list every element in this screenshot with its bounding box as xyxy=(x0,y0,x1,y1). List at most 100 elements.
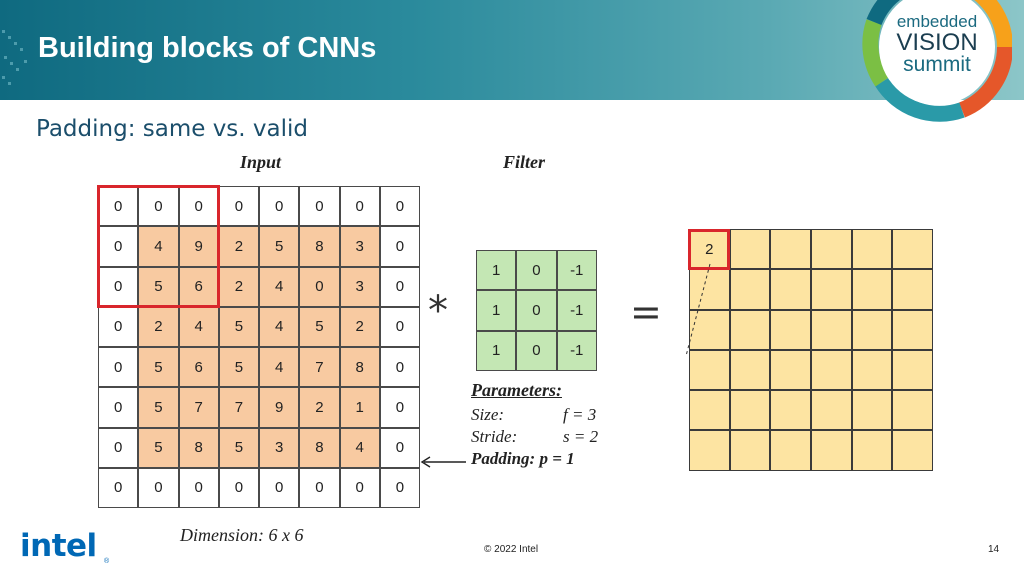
param-size-label: Size: xyxy=(471,405,505,424)
input-cell: 9 xyxy=(259,387,300,428)
receptive-field-highlight xyxy=(97,185,220,308)
parameters-title: Parameters: xyxy=(471,380,562,400)
output-cell xyxy=(689,390,730,431)
input-cell: 0 xyxy=(379,387,420,428)
equals-operator: = xyxy=(630,290,662,334)
output-cell xyxy=(811,349,852,391)
input-cell: 0 xyxy=(379,226,420,267)
input-cell: 7 xyxy=(178,387,219,428)
output-cell xyxy=(851,309,893,350)
output-cell xyxy=(851,229,893,270)
input-cell: 8 xyxy=(178,427,219,468)
output-cell: 2 xyxy=(689,229,730,270)
input-cell: 4 xyxy=(138,226,179,267)
input-cell: 0 xyxy=(98,427,139,468)
embedded-vision-summit-logo: embedded VISION summit xyxy=(862,0,1012,122)
output-cell xyxy=(811,269,852,310)
output-cell xyxy=(811,309,852,350)
input-cell: 0 xyxy=(98,266,139,307)
logo-line2: VISION xyxy=(896,29,977,56)
output-cell xyxy=(811,390,852,431)
input-cell: 0 xyxy=(218,186,259,227)
filter-cell: 1 xyxy=(476,250,517,291)
input-cell: 5 xyxy=(299,306,340,347)
output-highlight xyxy=(688,229,730,270)
input-cell: 0 xyxy=(379,347,420,388)
output-cell xyxy=(729,269,771,310)
copyright-text: © 2022 Intel xyxy=(484,544,539,555)
input-cell: 0 xyxy=(138,186,179,227)
param-size-value: f = 3 xyxy=(563,405,597,424)
input-cell: 0 xyxy=(98,306,139,347)
title-bar: Building blocks of CNNs xyxy=(0,0,1024,100)
input-cell: 2 xyxy=(218,226,259,267)
output-cell xyxy=(851,430,893,471)
logo-line3: summit xyxy=(903,53,971,76)
output-cell xyxy=(689,349,730,391)
output-cell xyxy=(770,349,812,391)
param-stride: Stride: s = 2 xyxy=(471,427,621,449)
slide-subtitle: Padding: same vs. valid xyxy=(36,116,309,142)
header-decoration xyxy=(2,30,27,85)
parameters-panel: Parameters: Size: f = 3 Stride: s = 2 Pa… xyxy=(471,380,621,471)
output-cell xyxy=(770,229,812,270)
input-cell: 5 xyxy=(218,306,259,347)
output-cell xyxy=(892,430,934,471)
input-cell: 0 xyxy=(138,467,179,508)
input-cell: 2 xyxy=(339,306,380,347)
input-cell: 0 xyxy=(98,186,139,227)
output-cell xyxy=(851,390,893,431)
filter-cell: 1 xyxy=(476,330,517,371)
filter-cell: -1 xyxy=(556,250,597,291)
param-size: Size: f = 3 xyxy=(471,405,621,427)
output-cell xyxy=(770,430,812,471)
input-cell: 0 xyxy=(178,467,219,508)
input-cell: 0 xyxy=(218,467,259,508)
output-cell xyxy=(689,309,730,350)
input-cell: 5 xyxy=(138,347,179,388)
filter-cell: 1 xyxy=(476,290,517,331)
input-cell: 4 xyxy=(259,306,300,347)
param-stride-value: s = 2 xyxy=(563,427,599,446)
input-cell: 4 xyxy=(259,266,300,307)
input-cell: 0 xyxy=(299,186,340,227)
input-cell: 7 xyxy=(218,387,259,428)
input-cell: 0 xyxy=(299,266,340,307)
input-cell: 8 xyxy=(339,347,380,388)
input-cell: 3 xyxy=(339,266,380,307)
output-cell xyxy=(851,269,893,310)
output-cell xyxy=(892,349,934,391)
input-label: Input xyxy=(240,152,282,172)
param-padding: Padding: p = 1 xyxy=(471,449,621,471)
filter-cell: 0 xyxy=(516,290,557,331)
output-cell xyxy=(811,229,852,270)
dimension-label: Dimension: 6 x 6 xyxy=(180,525,304,545)
input-cell: 0 xyxy=(259,186,300,227)
input-cell: 2 xyxy=(299,387,340,428)
input-cell: 8 xyxy=(299,226,340,267)
output-cell xyxy=(892,390,934,431)
input-cell: 0 xyxy=(379,306,420,347)
input-cell: 0 xyxy=(379,266,420,307)
output-cell xyxy=(851,349,893,391)
input-cell: 3 xyxy=(259,427,300,468)
output-cell xyxy=(770,309,812,350)
input-cell: 1 xyxy=(339,387,380,428)
input-cell: 0 xyxy=(259,467,300,508)
param-padding-text: Padding: p = 1 xyxy=(471,449,575,468)
output-cell xyxy=(689,269,730,310)
filter-cell: -1 xyxy=(556,290,597,331)
output-cell xyxy=(892,229,934,270)
slide-title: Building blocks of CNNs xyxy=(38,32,377,64)
output-cell xyxy=(729,349,771,391)
input-cell: 9 xyxy=(178,226,219,267)
output-cell xyxy=(729,229,771,270)
output-cell xyxy=(729,309,771,350)
output-cell xyxy=(892,269,934,310)
input-cell: 5 xyxy=(138,266,179,307)
input-cell: 8 xyxy=(299,427,340,468)
input-cell: 4 xyxy=(339,427,380,468)
page-number: 14 xyxy=(988,544,1000,555)
